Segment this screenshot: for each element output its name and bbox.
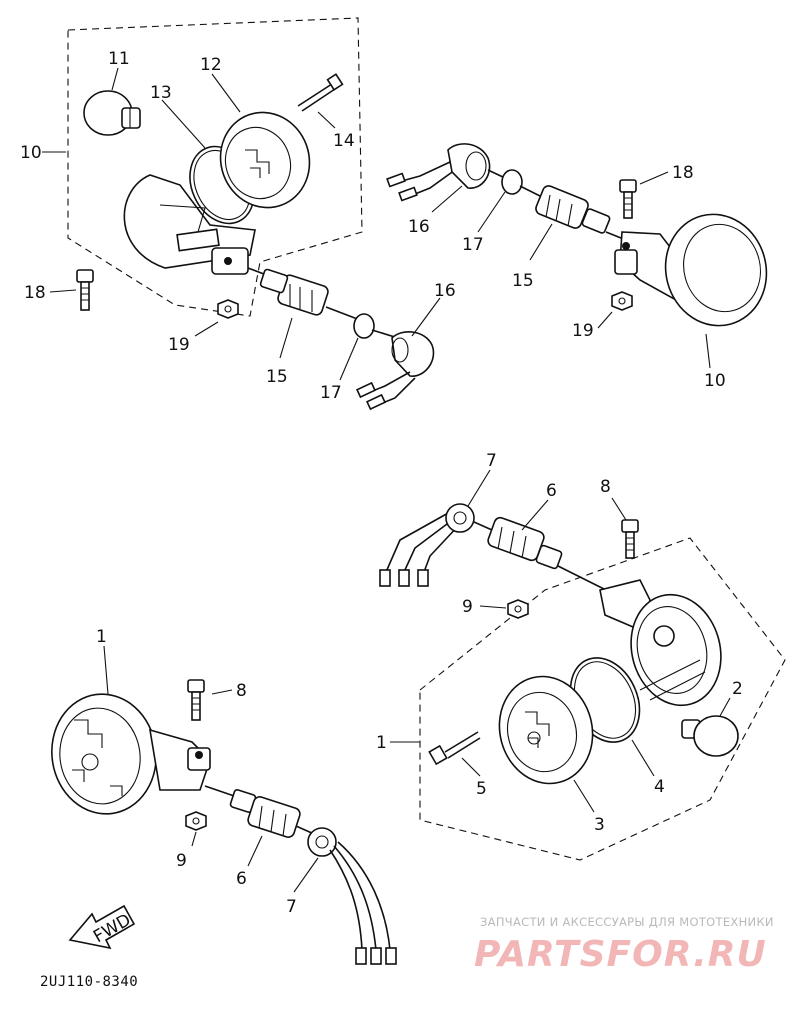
top-left-turn-signal-assembly: 10 11 12 13 14 18 19 15 17 16 [20,17,456,411]
bulb-part [83,90,141,136]
label-17: 17 [462,235,484,255]
bolt-part [76,269,94,311]
label-19: 19 [572,321,594,341]
label-6: 6 [546,481,557,501]
nut-part [217,299,239,319]
screw-part [297,73,344,112]
turn-signal-lamp-part [51,693,211,815]
label-6: 6 [236,869,247,889]
label-8: 8 [600,477,611,497]
label-16: 16 [408,217,430,237]
grommet-part [501,169,523,195]
socket-part [535,185,611,234]
label-15: 15 [512,271,534,291]
bolt-part [187,679,205,721]
label-10: 10 [704,371,726,391]
label-18: 18 [672,163,694,183]
diagram-code: 2UJ110-8340 [40,974,138,990]
label-10: 10 [20,143,42,163]
label-19: 19 [168,335,190,355]
watermark-caption: ЗАПЧАСТИ И АКСЕССУАРЫ ДЛЯ МОТОТЕХНИКИ [480,915,774,929]
housing-part [614,213,768,327]
label-7: 7 [486,451,497,471]
label-9: 9 [176,851,187,871]
label-13: 13 [150,83,172,103]
label-11: 11 [108,49,130,69]
label-5: 5 [476,779,487,799]
housing-part [123,174,256,275]
bottom-right-turn-signal-assembly: 7 6 8 9 2 1 5 4 3 [376,451,786,861]
label-17: 17 [320,383,342,403]
label-18: 18 [24,283,46,303]
socket-part [487,516,563,570]
screw-part [428,731,481,766]
bottom-left-turn-signal-assembly: 1 8 9 6 7 [51,627,397,965]
forward-arrow-icon: FWD [68,904,136,950]
grommet-part [445,503,475,533]
label-7: 7 [286,897,297,917]
watermark-brand: PARTSFOR.RU [474,934,767,975]
socket-part [229,789,301,838]
socket-part [259,268,329,316]
label-3: 3 [594,815,605,835]
label-16: 16 [434,281,456,301]
label-1: 1 [96,627,107,647]
bolt-part [621,519,639,559]
top-right-turn-signal-assembly: 16 17 15 18 19 10 [386,143,768,391]
label-12: 12 [200,55,222,75]
label-8: 8 [236,681,247,701]
label-15: 15 [266,367,288,387]
label-1: 1 [376,733,387,753]
rubber-cover-part [391,331,435,377]
wire-terminals-part [355,371,416,411]
grommet-part [307,827,337,857]
rubber-cover-part [447,143,491,189]
watermark: ЗАПЧАСТИ И АКСЕССУАРЫ ДЛЯ МОТОТЕХНИКИ PA… [474,915,774,975]
housing-part [599,579,722,707]
label-14: 14 [333,131,355,151]
lens-part [498,675,594,785]
nut-part [507,599,529,619]
label-2: 2 [732,679,743,699]
label-9: 9 [462,597,473,617]
nut-part [611,291,633,311]
nut-part [185,811,207,831]
grommet-part [353,313,375,339]
lens-part [219,111,311,209]
label-4: 4 [654,777,665,797]
bulb-part [681,715,739,757]
bolt-part [619,179,637,219]
